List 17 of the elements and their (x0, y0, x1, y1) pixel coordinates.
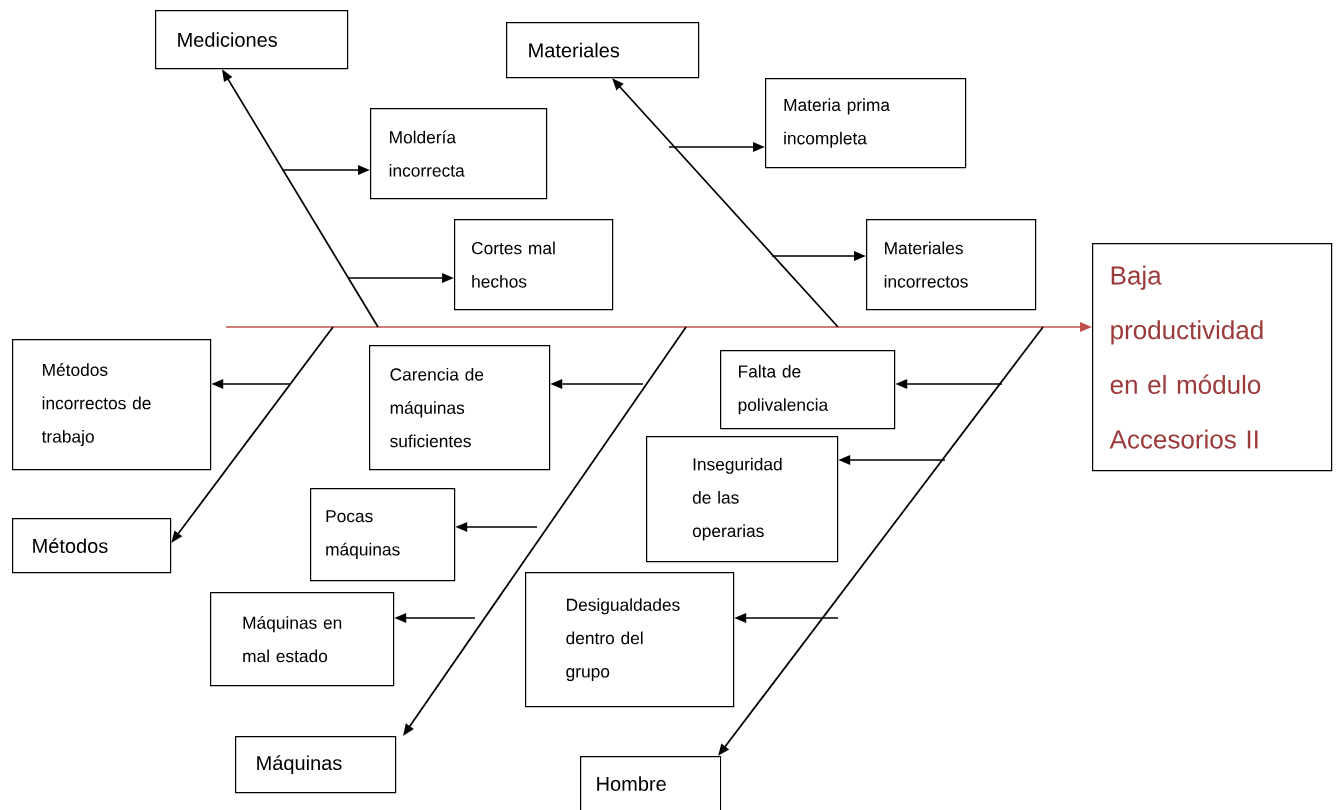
category-box: Mediciones (155, 10, 349, 70)
cause-box: Cortes mal hechos (454, 219, 614, 311)
cause-box: Desigualdades dentro del grupo (525, 572, 735, 708)
cause-box: Métodos incorrectos de trabajo (12, 339, 212, 471)
cause-box: Pocas máquinas (310, 488, 456, 582)
category-box: Hombre (580, 756, 722, 810)
cause-box: Materiales incorrectos (866, 219, 1037, 311)
cause-box: Moldería incorrecta (370, 108, 548, 200)
cause-box: Materia prima incompleta (765, 78, 967, 169)
cause-box: Inseguridad de las operarias (646, 436, 839, 563)
category-box: Materiales (506, 22, 700, 79)
cause-box: Carencia de máquinas suficientes (369, 345, 551, 471)
category-box: Máquinas (235, 736, 397, 794)
cause-box: Máquinas en mal estado (210, 592, 395, 687)
effect-box: Baja productividad en el módulo Accesorios II (1092, 243, 1333, 472)
category-box: Métodos (12, 518, 172, 574)
cause-box: Falta de polivalencia (720, 350, 896, 430)
